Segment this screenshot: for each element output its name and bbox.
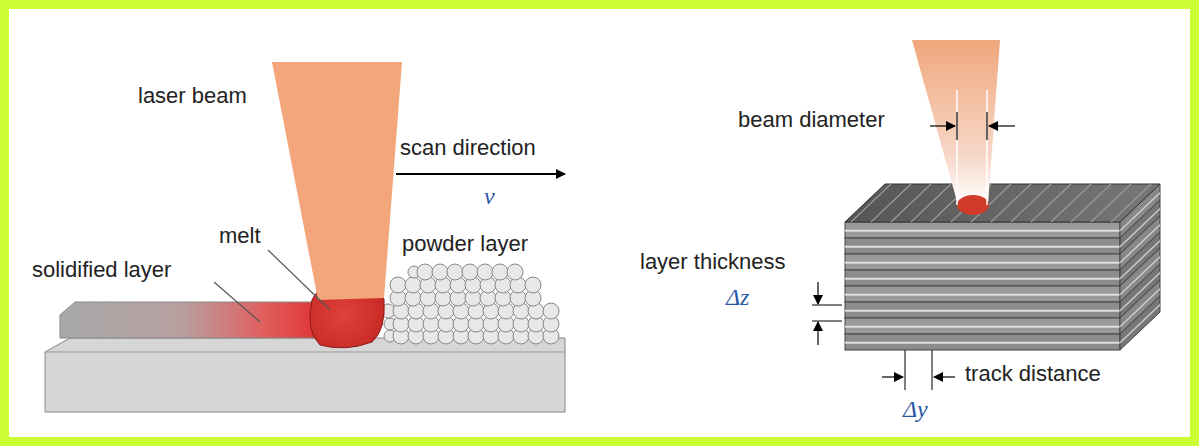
label-text: track distance [965, 362, 1101, 386]
label-text: laser beam [138, 84, 247, 108]
label-text: beam diameter [738, 108, 885, 132]
dimension-symbol: Δy [903, 396, 928, 422]
label-text: scan direction [400, 136, 536, 160]
dimension-symbol: Δz [726, 284, 749, 310]
label-text: melt [219, 224, 261, 248]
label-text: solidified layer [32, 258, 171, 282]
label-text: powder layer [402, 232, 528, 256]
velocity-symbol: v [484, 183, 495, 209]
label-text: layer thickness [640, 250, 786, 274]
